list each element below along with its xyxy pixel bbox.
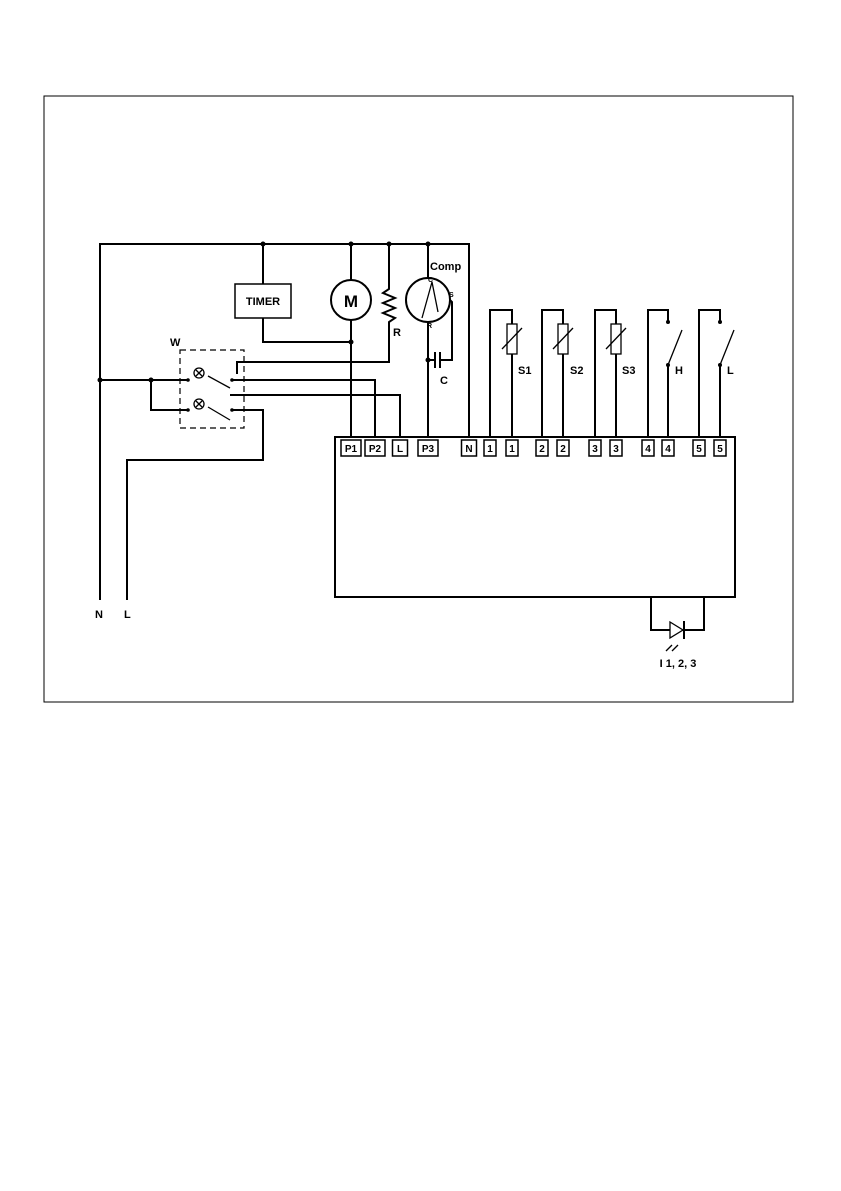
terminal-label: P2 — [369, 444, 382, 455]
compressor-label: Comp — [430, 261, 461, 273]
terminal-label: 3 — [592, 444, 598, 455]
sensor-s3-label: S3 — [622, 365, 635, 377]
terminal-label: 1 — [487, 444, 493, 455]
sensor-s1: S1 — [490, 310, 531, 437]
terminal-13: 4 — [662, 440, 674, 456]
terminal-15: 5 — [714, 440, 726, 456]
compressor-pin-s: S — [449, 292, 454, 299]
terminal-label: 4 — [665, 444, 671, 455]
motor: M — [331, 280, 371, 437]
terminal-label: 3 — [613, 444, 619, 455]
terminal-12: 4 — [642, 440, 654, 456]
compressor: Comp C S R — [406, 261, 461, 437]
sensor-s1-label: S1 — [518, 365, 531, 377]
terminal-4: P3 — [418, 440, 438, 456]
terminal-11: 3 — [610, 440, 622, 456]
terminal-label: P3 — [422, 444, 435, 455]
switch-block-w: W — [100, 337, 400, 600]
terminal-6: 1 — [484, 440, 496, 456]
terminal-14: 5 — [693, 440, 705, 456]
motor-label: M — [344, 292, 358, 311]
terminal-10: 3 — [589, 440, 601, 456]
terminal-9: 2 — [557, 440, 569, 456]
capacitor: C — [435, 352, 448, 387]
sensor-s3: S3 — [595, 310, 635, 437]
sensor-s2: S2 — [542, 310, 583, 437]
sensor-s2-label: S2 — [570, 365, 583, 377]
terminal-label: P1 — [345, 444, 358, 455]
terminal-7: 1 — [506, 440, 518, 456]
terminal-3: L — [393, 440, 408, 456]
terminal-label: 5 — [717, 444, 723, 455]
capacitor-label: C — [440, 375, 448, 387]
terminal-8: 2 — [536, 440, 548, 456]
led-indicator: I 1, 2, 3 — [651, 597, 704, 670]
diagram-frame — [44, 96, 793, 702]
resistor-label: R — [393, 327, 401, 339]
switch-l: L — [699, 310, 734, 437]
terminal-2: P2 — [365, 440, 385, 456]
supply-line-label: L — [124, 609, 131, 621]
supply-neutral-label: N — [95, 609, 103, 621]
controller-box — [335, 437, 735, 597]
terminal-label: 5 — [696, 444, 702, 455]
terminal-1: P1 — [341, 440, 361, 456]
switch-lower — [127, 395, 400, 600]
terminal-label: L — [397, 444, 403, 455]
terminal-label: 1 — [509, 444, 515, 455]
switch-h: H — [648, 310, 683, 437]
compressor-pin-c: C — [428, 277, 433, 284]
switch-h-label: H — [675, 365, 683, 377]
timer-label: TIMER — [246, 296, 280, 308]
terminal-5: N — [462, 440, 477, 456]
terminal-label: N — [465, 444, 472, 455]
switch-l-label: L — [727, 365, 734, 377]
led-label: I 1, 2, 3 — [660, 658, 697, 670]
switch-block-label: W — [170, 337, 181, 349]
terminal-label: 2 — [560, 444, 566, 455]
terminal-strip: P1 P2 L P3 N 1 1 2 2 3 3 4 4 5 5 — [341, 440, 726, 456]
terminal-label: 4 — [645, 444, 651, 455]
switch-upper — [186, 368, 375, 437]
terminal-label: 2 — [539, 444, 545, 455]
